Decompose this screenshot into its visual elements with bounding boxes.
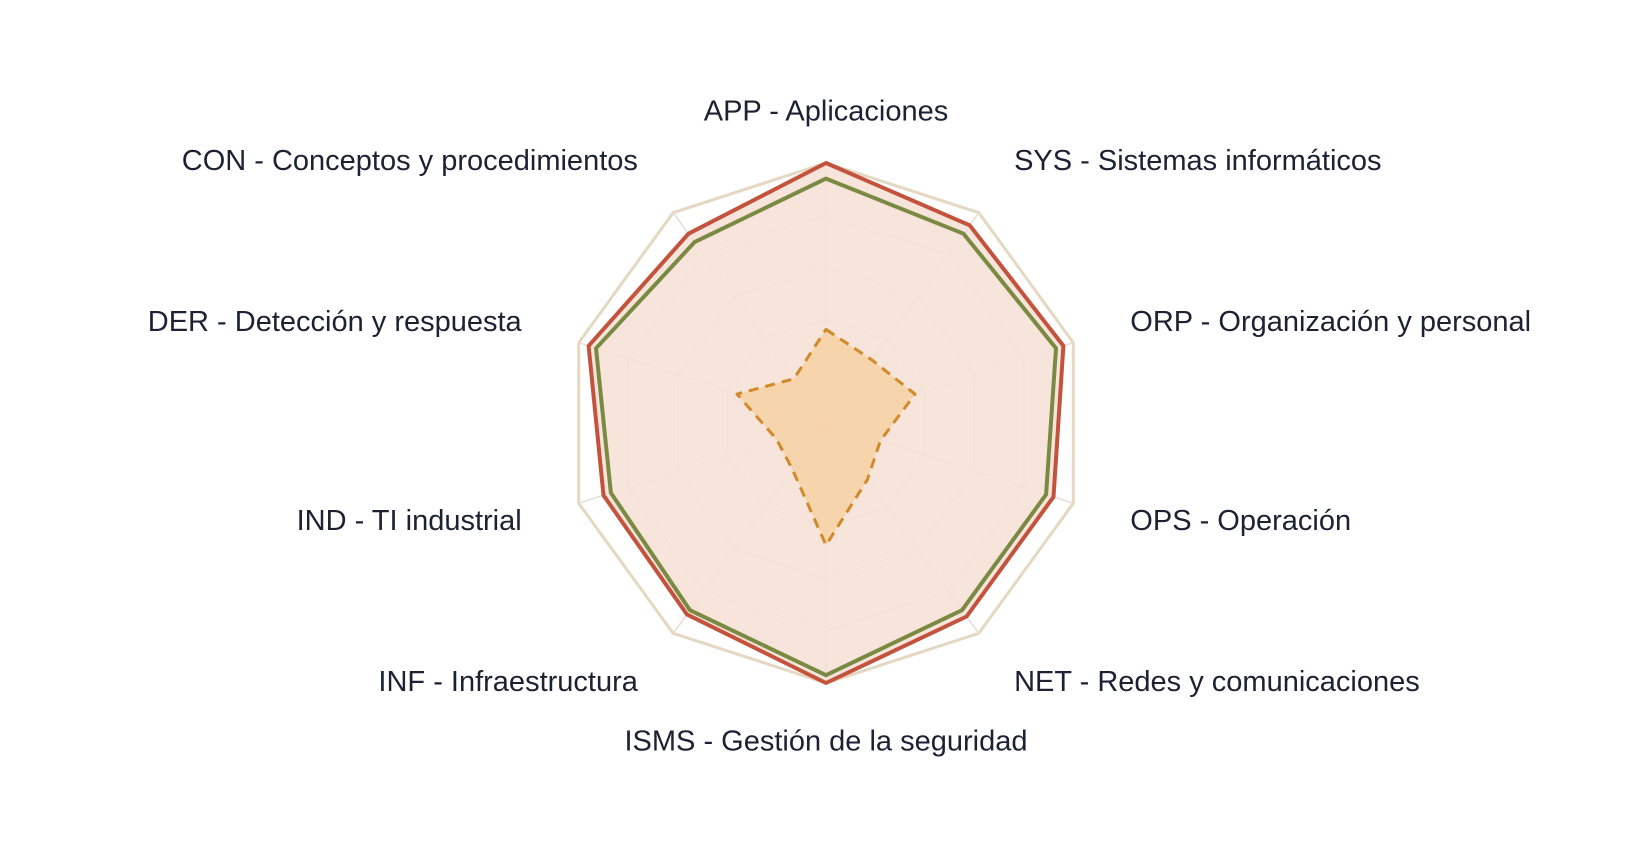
axis-label: DER - Detección y respuesta	[148, 306, 523, 338]
axis-label: OPS - Operación	[1130, 505, 1351, 537]
axis-label: ISMS - Gestión de la seguridad	[625, 726, 1028, 758]
radar-series	[586, 161, 1066, 685]
axis-label: IND - TI industrial	[297, 505, 522, 537]
axis-label: ORP - Organización y personal	[1130, 306, 1531, 338]
series-polygon-2	[594, 176, 1058, 678]
axis-label: CON - Conceptos y procedimientos	[182, 145, 638, 177]
series-polygon-1	[735, 327, 917, 547]
axis-label: INF - Infraestructura	[378, 666, 638, 698]
axis-label: NET - Redes y comunicaciones	[1014, 666, 1420, 698]
axis-label: SYS - Sistemas informáticos	[1014, 145, 1381, 177]
axis-label: APP - Aplicaciones	[704, 96, 949, 128]
